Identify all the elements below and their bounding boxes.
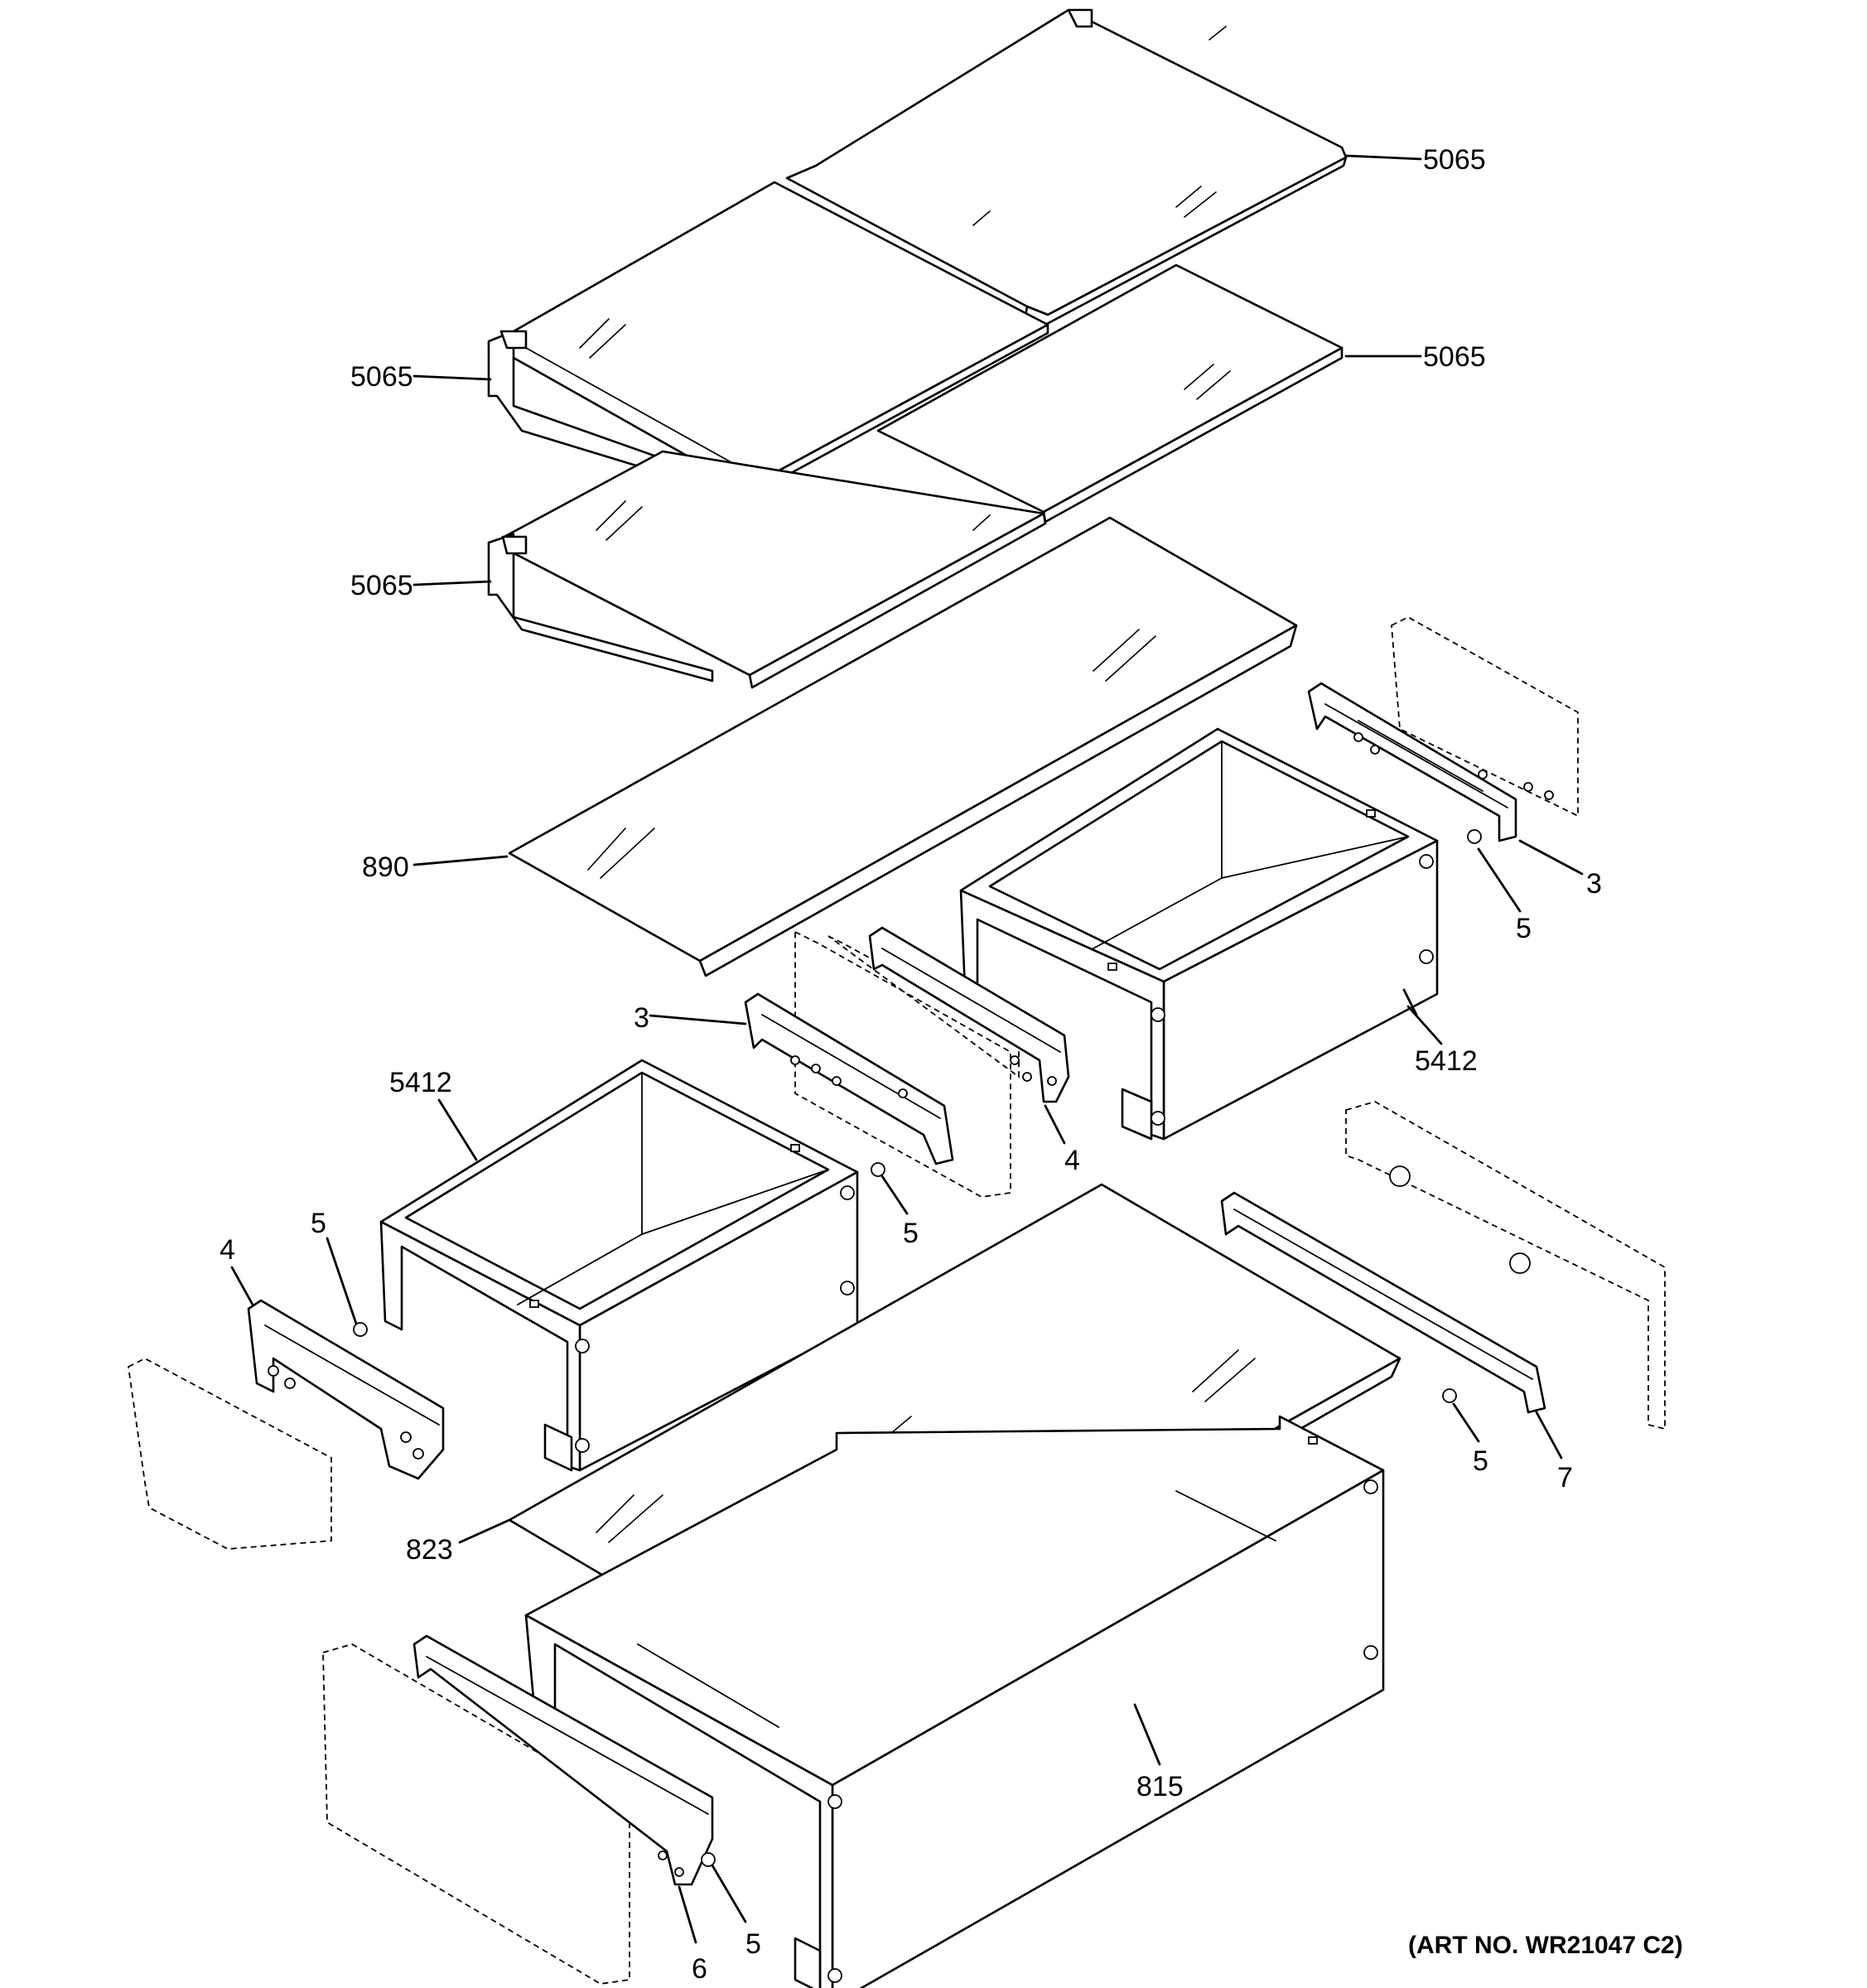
pan-left-5412 — [379, 1059, 859, 1472]
callout-shelf-right-lower: 5065 — [1423, 341, 1486, 373]
callout-slide-bottom: 6 — [692, 1953, 707, 1985]
callout-labels: 5065 5065 5065 5065 890 3 5 5412 3 4 5 5… — [220, 144, 1602, 1985]
callout-slide-right-lower: 7 — [1557, 1462, 1573, 1493]
slide-rail-right-upper — [1307, 615, 1579, 842]
callout-pan-left: 5412 — [389, 1067, 452, 1098]
nut-center — [871, 1162, 885, 1177]
callout-shelf-left-lower: 5065 — [350, 570, 413, 601]
callout-slide-center-left: 4 — [1064, 1145, 1080, 1176]
callout-drawer-815: 815 — [1136, 1771, 1184, 1802]
slide-rail-right-lower — [1220, 1101, 1666, 1431]
slide-rail-center — [744, 930, 1011, 1198]
nut-bottom — [701, 1852, 716, 1867]
callout-pan-right: 5412 — [1415, 1045, 1478, 1077]
callout-glass-cover-890: 890 — [362, 852, 409, 883]
callout-nut-right-lower: 5 — [1473, 1445, 1488, 1477]
shelf-left-lower — [487, 450, 1047, 689]
drawer-815 — [524, 1415, 1385, 1988]
callout-slide-left: 4 — [220, 1234, 235, 1266]
slide-rail-left — [128, 1299, 445, 1550]
callout-shelf-left-upper: 5065 — [350, 361, 413, 393]
nut-right-upper — [1467, 829, 1482, 844]
glass-cover-890 — [508, 516, 1298, 977]
art-number: (ART NO. WR21047 C2) — [1408, 1932, 1683, 1959]
slide-rail-bottom — [322, 1634, 714, 1985]
pan-right-5412 — [959, 727, 1439, 1141]
callout-nut-left: 5 — [311, 1208, 326, 1239]
callout-slide-center: 3 — [634, 1002, 649, 1034]
callout-nut-bottom: 5 — [745, 1928, 761, 1960]
callout-slide-right-upper: 3 — [1586, 868, 1602, 900]
slide-rail-center-left — [827, 926, 1070, 1103]
callout-glass-cover-823: 823 — [406, 1534, 453, 1566]
callout-shelf-right-top: 5065 — [1423, 144, 1486, 176]
callout-nut-right-upper: 5 — [1516, 913, 1532, 944]
leader-lines — [230, 154, 1584, 1944]
callout-nut-center: 5 — [903, 1218, 919, 1249]
nut-left — [353, 1322, 368, 1337]
shelf-right-top — [785, 8, 1348, 326]
nut-right-lower — [1442, 1388, 1457, 1403]
